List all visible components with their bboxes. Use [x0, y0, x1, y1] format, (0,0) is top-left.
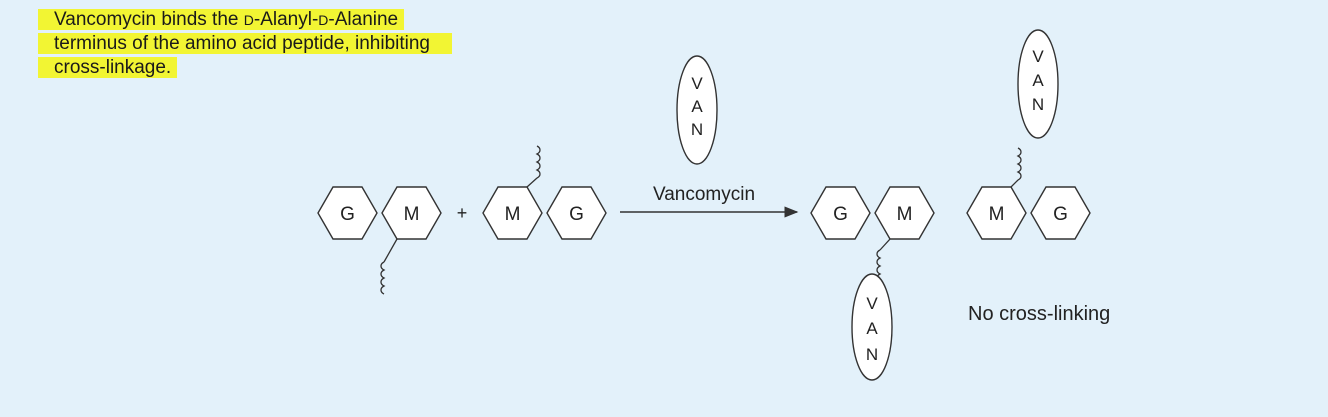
vancomycin-molecule-3: V A N	[1017, 29, 1059, 139]
label-g-2: G	[569, 204, 584, 225]
glycan-unit-1: G M	[317, 186, 442, 295]
arrow-label: Vancomycin	[653, 184, 755, 205]
glycan-unit-3: G M	[810, 186, 935, 283]
svg-text:A: A	[691, 97, 703, 116]
label-m-3: M	[897, 204, 913, 225]
hexagon-g-2	[546, 186, 607, 240]
peptide-chain-2	[526, 145, 541, 188]
peptide-chain-3	[876, 238, 891, 283]
hexagon-g-3	[810, 186, 871, 240]
hexagon-g-1	[317, 186, 378, 240]
glycan-unit-4: M G	[966, 147, 1091, 240]
van-ellipse-2	[851, 273, 893, 381]
caption-line-3: cross-linkage.	[38, 56, 568, 80]
label-m-1: M	[404, 204, 420, 225]
label-m-2: M	[505, 204, 521, 225]
svg-text:V: V	[866, 294, 878, 313]
caption-line-1: Vancomycin binds the D-Alanyl-D-Alanine	[38, 8, 568, 32]
vancomycin-molecule-2: V A N	[851, 273, 893, 381]
vancomycin-molecule-1: V A N	[676, 55, 718, 165]
hexagon-m-4	[966, 186, 1027, 240]
caption: Vancomycin binds the D-Alanyl-D-Alanine …	[38, 8, 568, 80]
van-ellipse-3	[1017, 29, 1059, 139]
hexagon-m-2	[482, 186, 543, 240]
svg-text:N: N	[691, 120, 703, 139]
hexagon-g-4	[1030, 186, 1091, 240]
svg-text:N: N	[1032, 95, 1044, 114]
svg-text:V: V	[1032, 47, 1044, 66]
peptide-chain-1	[380, 238, 398, 295]
svg-text:N: N	[866, 345, 878, 364]
caption-line-2: terminus of the amino acid peptide, inhi…	[38, 32, 568, 56]
peptide-chain-4	[1010, 147, 1022, 188]
label-g-1: G	[340, 204, 355, 225]
glycan-unit-2: M G	[482, 145, 607, 240]
plus-sign: +	[457, 203, 468, 223]
label-m-4: M	[989, 204, 1005, 225]
svg-text:A: A	[1032, 71, 1044, 90]
svg-text:V: V	[691, 74, 703, 93]
label-g-4: G	[1053, 204, 1068, 225]
svg-text:A: A	[866, 319, 878, 338]
result-label: No cross-linking	[968, 303, 1110, 325]
van-ellipse-1	[676, 55, 718, 165]
label-g-3: G	[833, 204, 848, 225]
